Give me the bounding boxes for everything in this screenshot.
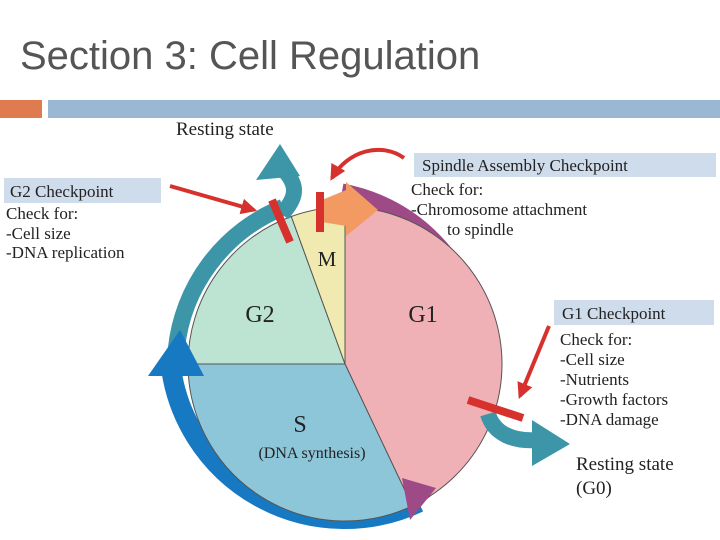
spindle-checkpoint-line: -Chromosome attachment — [411, 200, 587, 219]
resting-state-g0-line2: (G0) — [576, 478, 612, 499]
resting-top-arrowhead — [256, 144, 300, 180]
g2-checkpoint-title: G2 Checkpoint — [10, 182, 114, 201]
g2-checkpoint-line: Check for: — [6, 204, 78, 223]
g1-checkpoint-title: G1 Checkpoint — [562, 304, 666, 323]
spindle-checkpoint-line: Check for: — [411, 180, 483, 199]
ring-purple-arrowhead — [402, 478, 436, 520]
sector-s — [187, 363, 413, 522]
g2-checkpoint-marker — [268, 198, 294, 244]
resting-state-top-label: Resting state — [176, 119, 274, 140]
phase-label-s: S — [293, 412, 306, 438]
resting-state-g0-line1: Resting state — [576, 454, 674, 475]
phase-label-m: M — [318, 247, 337, 271]
sector-g2 — [187, 215, 346, 365]
g2-checkpoint-line: -DNA replication — [6, 243, 125, 262]
sector-g1 — [344, 206, 503, 507]
g1-checkpoint-line: -DNA damage — [560, 410, 659, 429]
title-accent-orange — [0, 100, 42, 118]
g1-checkpoint-line: -Nutrients — [560, 370, 629, 389]
spindle-pointer-arrow — [330, 147, 406, 181]
g1-pointer-arrow — [517, 325, 551, 399]
g1-checkpoint-line: -Cell size — [560, 350, 625, 369]
ring-blue-arrowhead — [148, 330, 204, 376]
slide-title: Section 3: Cell Regulation — [20, 34, 481, 78]
g1-checkpoint-line: Check for: — [560, 330, 632, 349]
resting-g0-arrowhead — [532, 420, 570, 466]
phase-label-s-sub: (DNA synthesis) — [258, 445, 365, 462]
g1-checkpoint-line: -Growth factors — [560, 390, 668, 409]
g2-checkpoint-box — [4, 178, 161, 203]
phase-label-g1: G1 — [408, 302, 437, 328]
phase-label-g2: G2 — [245, 302, 274, 328]
g1-checkpoint-marker — [466, 396, 525, 422]
spindle-checkpoint-title: Spindle Assembly Checkpoint — [422, 156, 628, 175]
g1-checkpoint-box — [554, 300, 714, 325]
spindle-checkpoint-line: to spindle — [447, 220, 514, 239]
g2-pointer-arrow — [169, 184, 258, 215]
ring-teal-arc — [167, 199, 287, 351]
orange-arrow-to-g1 — [322, 182, 378, 236]
title-accent-blue — [48, 100, 720, 118]
resting-g0-arrow — [480, 411, 539, 449]
g2-checkpoint-line: -Cell size — [6, 224, 71, 243]
spindle-checkpoint-box — [414, 153, 716, 177]
